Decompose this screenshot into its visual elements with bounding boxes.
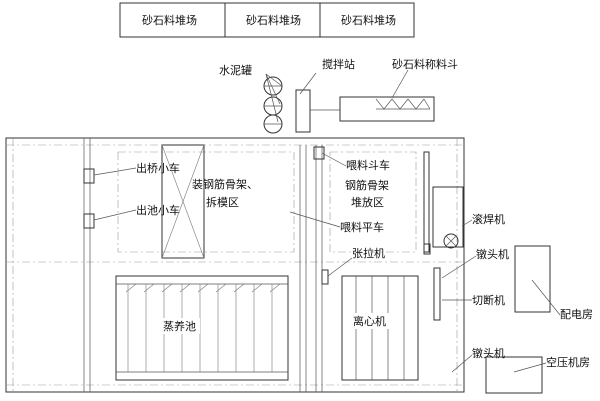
tensioner-label: 张拉机 <box>352 246 385 260</box>
aggregate-yard-label-2: 砂石料堆场 <box>246 13 301 27</box>
centrifuge-label: 离心机 <box>353 314 386 328</box>
switch-room-label: 配电房 <box>560 308 593 321</box>
curing-pool-label: 蒸养池 <box>163 319 196 333</box>
rebar-storage-label-line2: 堆放区 <box>351 195 384 209</box>
aggregate-yards: 砂石料堆场 砂石料堆场 砂石料堆场 <box>119 2 415 38</box>
header-machine-label-2: 镦头机 <box>472 346 505 360</box>
header-machine-label-1: 镦头机 <box>476 247 509 261</box>
compressor-room: 空压机房 <box>485 355 590 394</box>
rebar-storage-label-line1: 钢筋骨架 <box>345 178 389 192</box>
pool-exit-cart-label: 出池小车 <box>136 203 180 217</box>
rebar-storage-zone: 钢筋骨架 堆放区 <box>329 151 417 253</box>
cutter-label: 切断机 <box>472 293 505 307</box>
feed-flatcar-label: 喂料平车 <box>340 220 384 234</box>
centrifuge-area: 张拉机 离心机 <box>321 246 419 381</box>
aggregate-yard-label-1: 砂石料堆场 <box>142 13 197 27</box>
carts-left: 出桥小车 出池小车 <box>83 161 180 229</box>
mixing-station-label: 搅拌站 <box>322 57 355 71</box>
feed-hopper-car-label: 喂料斗车 <box>346 158 390 172</box>
right-machines: 滚焊机 镦头机 切断机 镦头机 <box>423 151 509 373</box>
assembly-zone-label-line1: 装钢筋骨架、 <box>192 177 258 191</box>
cement-tank-label: 水泥罐 <box>219 64 252 77</box>
switch-room: 配电房 <box>514 245 593 321</box>
assembly-zone-label-line2: 拆模区 <box>206 195 239 209</box>
compressor-room-label: 空压机房 <box>546 355 590 369</box>
roll-welder-label: 滚焊机 <box>472 212 505 226</box>
aggregate-hopper-label: 砂石料称料斗 <box>392 57 458 71</box>
aggregate-yard-label-3: 砂石料堆场 <box>341 13 396 27</box>
curing-pool: 蒸养池 <box>115 275 289 381</box>
workshop-frame <box>5 137 465 393</box>
mixing-plant: 水泥罐 搅拌站 砂石料称料斗 <box>219 57 458 134</box>
assembly-demold-zone: 装钢筋骨架、 拆模区 <box>117 144 295 259</box>
bridge-exit-cart-label: 出桥小车 <box>136 161 180 175</box>
feed-cars: 喂料斗车 喂料平车 <box>289 146 390 234</box>
